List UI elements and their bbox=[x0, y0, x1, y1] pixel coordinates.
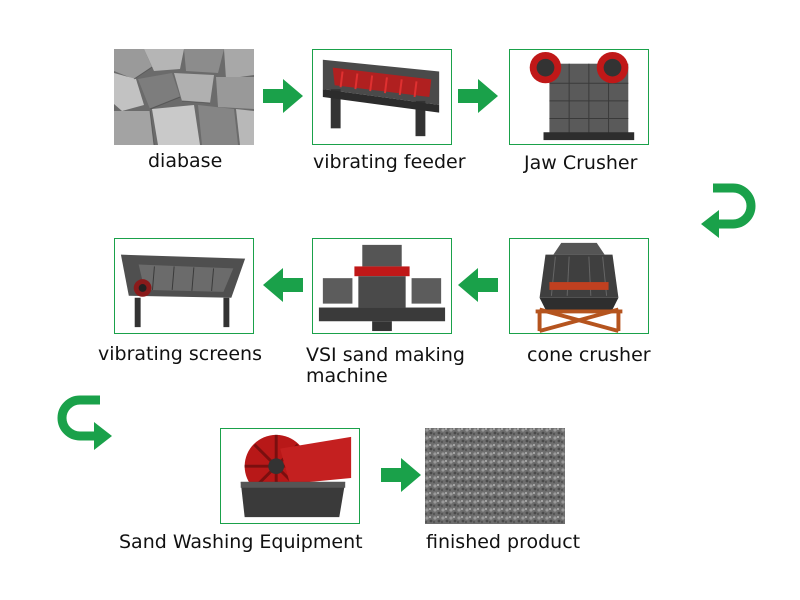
jaw-crusher-image bbox=[509, 49, 649, 145]
sand-washing-equipment-label: Sand Washing Equipment bbox=[119, 531, 363, 553]
green-arrow-icon bbox=[381, 458, 421, 492]
green-arrow-icon bbox=[458, 79, 498, 113]
green-arrow-icon bbox=[458, 268, 498, 302]
finished-product-image bbox=[425, 428, 565, 524]
sand-washing-equipment-image bbox=[220, 428, 360, 524]
vsi-label-line1: VSI sand making bbox=[306, 344, 465, 366]
vsi-sand-making-machine-image bbox=[312, 238, 452, 334]
cone-crusher-image bbox=[509, 238, 649, 334]
vibrating-screens-label: vibrating screens bbox=[98, 343, 262, 365]
green-u-turn-left-icon bbox=[701, 183, 756, 238]
green-u-turn-right-icon bbox=[57, 395, 112, 450]
vsi-label-line2: machine bbox=[306, 365, 388, 387]
cone-crusher-label: cone crusher bbox=[527, 344, 651, 366]
diabase-label: diabase bbox=[148, 150, 223, 172]
vibrating-feeder-image bbox=[312, 49, 452, 145]
green-arrow-icon bbox=[263, 268, 303, 302]
jaw-crusher-label: Jaw Crusher bbox=[524, 152, 638, 174]
vibrating-screens-image bbox=[114, 238, 254, 334]
green-arrow-icon bbox=[263, 79, 303, 113]
vibrating-feeder-label: vibrating feeder bbox=[313, 151, 466, 173]
finished-product-label: finished product bbox=[426, 531, 581, 553]
diabase-image bbox=[114, 49, 254, 145]
